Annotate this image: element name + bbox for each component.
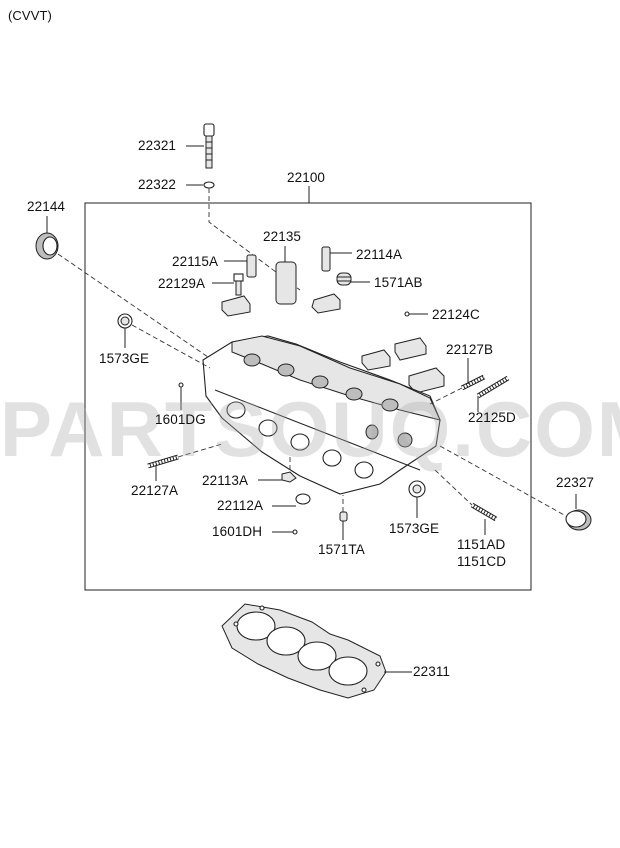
bearing-cap-mid <box>311 293 341 314</box>
head-gasket-22311 <box>221 603 387 699</box>
part-label-22135[interactable]: 22135 <box>263 229 302 244</box>
part-label-1571TA[interactable]: 1571TA <box>318 542 365 557</box>
stud-22125D <box>476 375 510 399</box>
part-label-22124C[interactable]: 22124C <box>432 307 480 322</box>
part-label-22100[interactable]: 22100 <box>287 170 326 185</box>
valve-guide-22115A <box>246 254 257 278</box>
part-label-22311[interactable]: 22311 <box>413 664 451 679</box>
plug-22327 <box>565 509 592 531</box>
part-label-22327[interactable]: 22327 <box>556 475 595 490</box>
bolt-22129A <box>233 273 244 296</box>
part-label-22113A[interactable]: 22113A <box>202 473 249 488</box>
header-label: (CVVT) <box>8 8 52 23</box>
bearing-cap-right2 <box>408 367 445 394</box>
part-label-22115A[interactable]: 22115A <box>172 254 219 269</box>
tappet-22135 <box>275 261 297 305</box>
dowel-1601DH <box>292 529 298 535</box>
bearing-cap-left <box>221 295 251 317</box>
part-label-1601DH[interactable]: 1601DH <box>212 524 263 539</box>
cylinder-head <box>202 335 441 495</box>
stud-22127B <box>460 374 486 391</box>
part-label-1573GE-right[interactable]: 1573GE <box>389 521 440 536</box>
part-label-22322[interactable]: 22322 <box>138 177 177 192</box>
assembly-frame <box>84 202 532 591</box>
plug-1571TA <box>339 511 348 522</box>
bolt-22321 <box>203 123 215 169</box>
part-label-1571AB[interactable]: 1571AB <box>374 275 423 290</box>
part-label-22114A[interactable]: 22114A <box>356 247 403 262</box>
part-label-1573GE-left[interactable]: 1573GE <box>99 351 150 366</box>
retainer-22113A <box>281 471 297 483</box>
part-label-22127B[interactable]: 22127B <box>446 342 494 357</box>
seal-22112A <box>295 493 311 505</box>
part-label-22144[interactable]: 22144 <box>27 199 66 214</box>
bearing-cap-mid2 <box>361 349 391 371</box>
dowel-1601DG <box>178 382 184 388</box>
part-label-1151CD[interactable]: 1151CD <box>457 554 507 569</box>
washer-22322 <box>203 181 215 189</box>
stud-1151AD <box>470 502 498 522</box>
part-label-22125D[interactable]: 22125D <box>468 410 516 425</box>
part-label-22321[interactable]: 22321 <box>138 138 177 153</box>
part-label-22129A[interactable]: 22129A <box>158 276 206 291</box>
bearing-cap-right1 <box>394 337 427 361</box>
part-label-22127A[interactable]: 22127A <box>131 483 179 498</box>
oil-seal-22144 <box>35 232 59 260</box>
part-label-1601DG[interactable]: 1601DG <box>155 412 206 427</box>
valve-guide-22114A <box>321 246 331 272</box>
part-label-1151AD[interactable]: 1151AD <box>457 537 506 552</box>
part-label-22112A[interactable]: 22112A <box>217 498 264 513</box>
plug-1571AB <box>336 272 352 286</box>
pin-22124C <box>404 311 410 317</box>
stud-22127A <box>147 454 179 469</box>
